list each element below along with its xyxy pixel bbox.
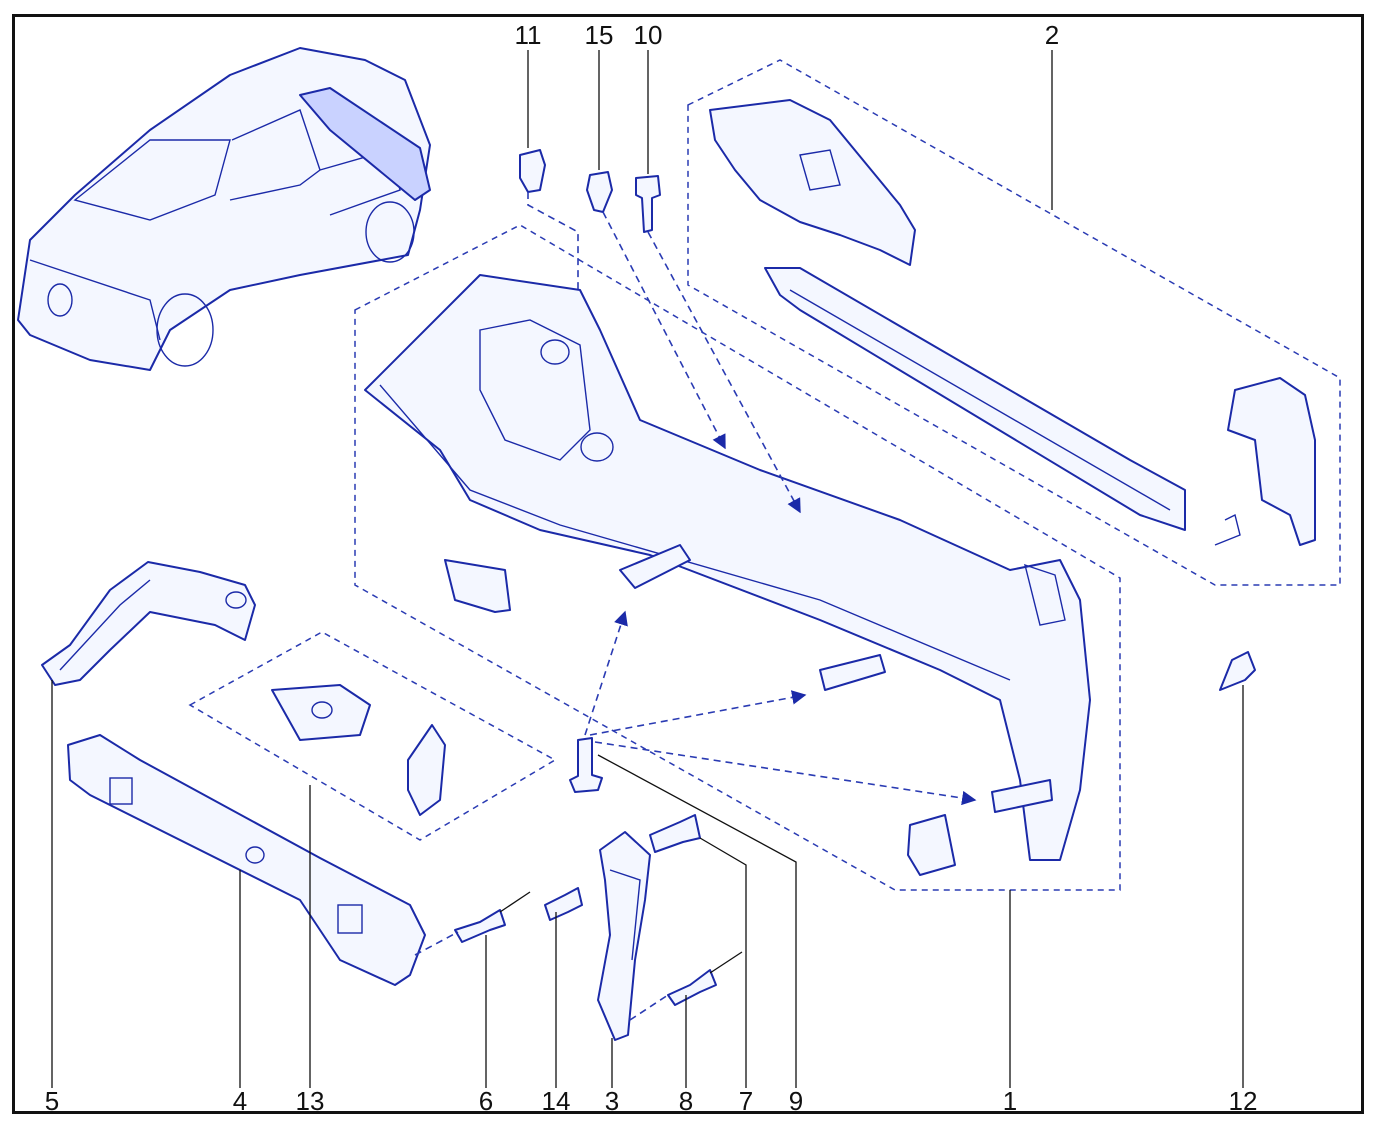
screw-icon-9 — [569, 737, 603, 793]
callout-2: 2 — [1045, 20, 1059, 50]
callout-14: 14 — [542, 1086, 571, 1116]
group-box-upper-trim — [687, 59, 1341, 586]
car-icon — [17, 47, 431, 371]
callout-1: 1 — [1003, 1086, 1017, 1116]
upper-trim-assembly — [709, 99, 1316, 546]
callout-12: 12 — [1229, 1086, 1258, 1116]
callout-labels: 11 15 10 2 5 4 13 6 14 3 8 7 9 1 12 — [45, 20, 1258, 1116]
rivet-icon-8 — [667, 951, 743, 1006]
callout-4: 4 — [233, 1086, 247, 1116]
group-box-bumper — [354, 224, 1121, 891]
clip-icon-15 — [586, 171, 613, 213]
callout-7: 7 — [739, 1086, 753, 1116]
callout-8: 8 — [679, 1086, 693, 1116]
bracket-icon — [597, 831, 651, 1041]
assembly-arrows — [414, 192, 977, 1021]
clip-icon-12 — [1219, 651, 1256, 691]
callout-6: 6 — [479, 1086, 493, 1116]
callout-10: 10 — [634, 20, 663, 50]
callout-9: 9 — [789, 1086, 803, 1116]
rivet-icon-6 — [454, 891, 531, 943]
beam-4 — [67, 734, 426, 986]
rear-bumper-icon — [364, 274, 1091, 876]
callout-13: 13 — [296, 1086, 325, 1116]
group-13-parts — [271, 684, 446, 816]
callout-15: 15 — [585, 20, 614, 50]
callout-5: 5 — [45, 1086, 59, 1116]
screw-icon-7 — [649, 814, 701, 853]
leader-lines — [51, 50, 1244, 1088]
rivet-icon-14 — [544, 887, 583, 921]
screw-icon-10 — [635, 175, 661, 233]
callout-3: 3 — [605, 1086, 619, 1116]
group-box-13 — [188, 631, 557, 841]
callout-11: 11 — [515, 20, 542, 50]
clip-icon-11 — [519, 149, 546, 193]
bracket-left-5 — [41, 561, 256, 686]
